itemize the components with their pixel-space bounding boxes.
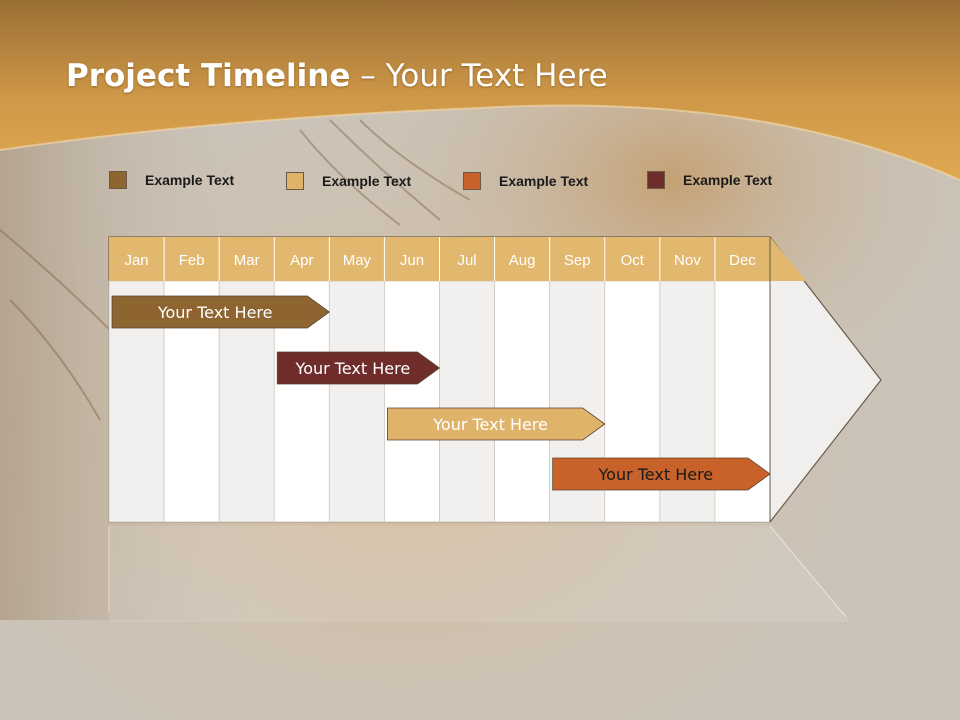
month-label-sep: Sep [564, 252, 591, 269]
legend-swatch-4 [647, 171, 665, 189]
title-bold-text: Project Timeline [66, 58, 351, 94]
month-column [439, 280, 495, 523]
task-bar-4 [552, 457, 771, 491]
month-label-aug: Aug [509, 252, 536, 269]
month-label-jul: Jul [457, 252, 476, 269]
legend-swatch-3 [463, 172, 481, 190]
month-label-dec: Dec [729, 252, 756, 269]
month-label-feb: Feb [179, 252, 205, 269]
month-column [494, 280, 551, 523]
slide-title: Project Timeline – Your Text Here [66, 58, 608, 94]
task-bar-label-2: Your Text Here [295, 359, 411, 378]
title-rest-text: – Your Text Here [350, 58, 608, 94]
month-label-oct: Oct [621, 252, 645, 269]
month-column [328, 280, 385, 523]
reflection-edge-right [769, 525, 847, 618]
legend-label-4: Example Text [683, 172, 773, 188]
task-bar-2 [276, 351, 441, 385]
month-label-may: May [343, 252, 372, 269]
feather-decoration [0, 119, 471, 421]
month-label-mar: Mar [234, 252, 260, 269]
task-bar-label-1: Your Text Here [157, 303, 273, 322]
timeline-reflection [109, 526, 851, 622]
legend-swatch-2 [286, 172, 304, 190]
legend-label-2: Example Text [322, 173, 412, 189]
month-column [384, 280, 440, 523]
legend-label-1: Example Text [145, 172, 235, 188]
month-label-nov: Nov [674, 252, 701, 269]
task-bar-1 [111, 295, 331, 329]
task-bar-3 [387, 407, 606, 441]
task-bar-label-4: Your Text Here [598, 465, 714, 484]
month-label-jan: Jan [124, 252, 148, 269]
month-header-band [109, 237, 806, 281]
legend-swatch-1 [109, 171, 127, 189]
month-label-jun: Jun [400, 252, 424, 269]
legend-label-3: Example Text [499, 173, 589, 189]
month-label-apr: Apr [290, 252, 313, 269]
task-bar-label-3: Your Text Here [432, 415, 548, 434]
